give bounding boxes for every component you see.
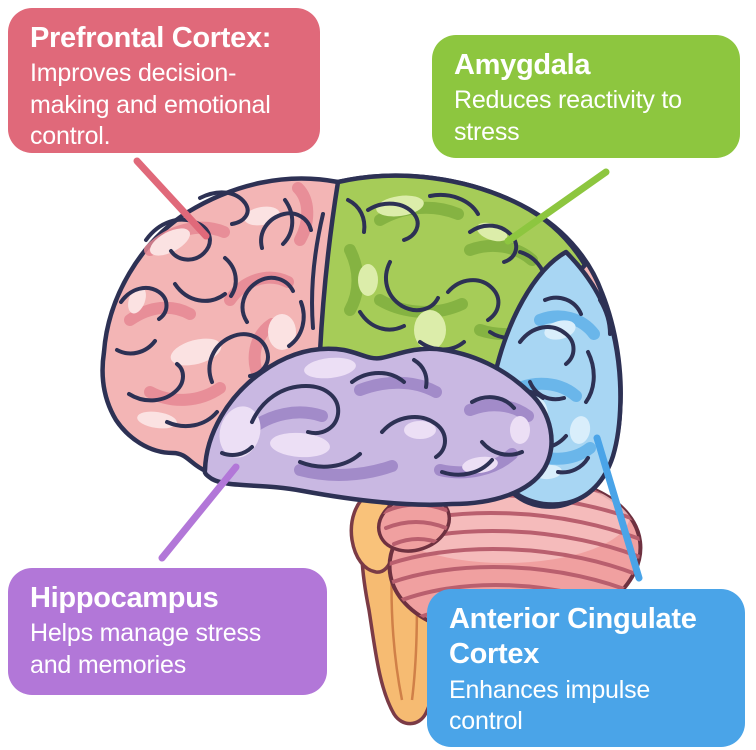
temporal-lobe: [202, 346, 554, 507]
card-body-amygdala: Reduces reactivity to stress: [454, 86, 682, 146]
card-body-hippocampus: Helps manage stress and memories: [30, 619, 262, 679]
card-body-prefrontal-cortex: Improves decision-making and emotional c…: [30, 59, 271, 151]
card-body-anterior-cingulate-cortex: Enhances impulse control: [449, 675, 651, 736]
card-title-hippocampus: Hippocampus: [30, 582, 219, 614]
label-card-anterior-cingulate-cortex: Anterior Cingulate Cortex Enhances impul…: [427, 589, 745, 747]
label-card-amygdala: Amygdala Reduces reactivity to stress: [432, 35, 740, 158]
card-title-anterior-cingulate-cortex: Anterior Cingulate Cortex: [449, 603, 697, 671]
leader-line-hippocampus: [158, 463, 240, 562]
leader-line-prefrontal: [133, 157, 210, 240]
label-card-hippocampus: Hippocampus Helps manage stress and memo…: [8, 568, 327, 695]
card-title-prefrontal-cortex: Prefrontal Cortex:: [30, 22, 272, 54]
label-card-prefrontal-cortex: Prefrontal Cortex: Improves decision-mak…: [8, 8, 320, 153]
leader-line-amygdala: [504, 168, 610, 245]
leader-line-acc: [593, 434, 643, 582]
card-title-amygdala: Amygdala: [454, 49, 591, 81]
